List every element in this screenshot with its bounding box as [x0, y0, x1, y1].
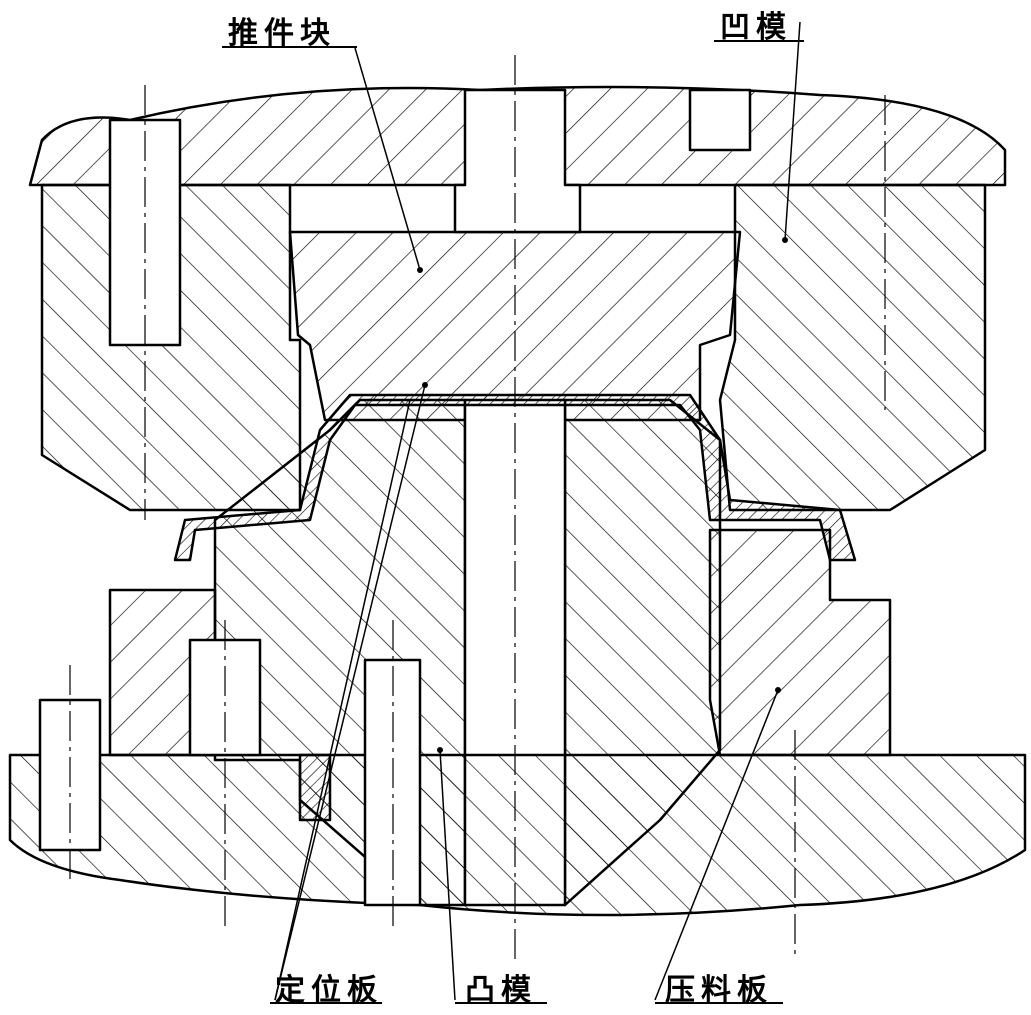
pressure-plate-leader — [654, 689, 779, 1001]
die-leader — [784, 21, 801, 241]
push-block-underline — [222, 46, 357, 48]
locating-plate-leader-b — [274, 399, 411, 1001]
punch-underline — [455, 1002, 547, 1004]
locating-plate — [298, 753, 332, 822]
left-socket-screw — [188, 638, 262, 757]
workpiece — [173, 393, 857, 562]
top-screw — [688, 88, 752, 152]
punch-leader-dot — [437, 747, 443, 753]
die-label: 凹模 — [720, 10, 792, 45]
die-leader-dot — [782, 237, 788, 243]
pressure-plate-leader-dot — [775, 687, 781, 693]
die-left — [40, 183, 302, 512]
die-right — [718, 183, 987, 512]
pressure-plate-underline — [655, 1002, 783, 1004]
pressure-plate-right — [708, 528, 892, 757]
lower-die-base — [8, 753, 1027, 917]
die-underline — [714, 40, 804, 42]
locating-plate-underline — [270, 1002, 382, 1004]
locating-plate-leader-a — [274, 384, 426, 1001]
push-block-leader — [354, 47, 421, 271]
ejector-rod — [453, 88, 582, 234]
push-block-label: 推件块 — [228, 16, 336, 51]
push-block-leader-dot — [417, 267, 423, 273]
punch-leader — [439, 749, 456, 1001]
locating-plate-leader-dot — [422, 382, 428, 388]
